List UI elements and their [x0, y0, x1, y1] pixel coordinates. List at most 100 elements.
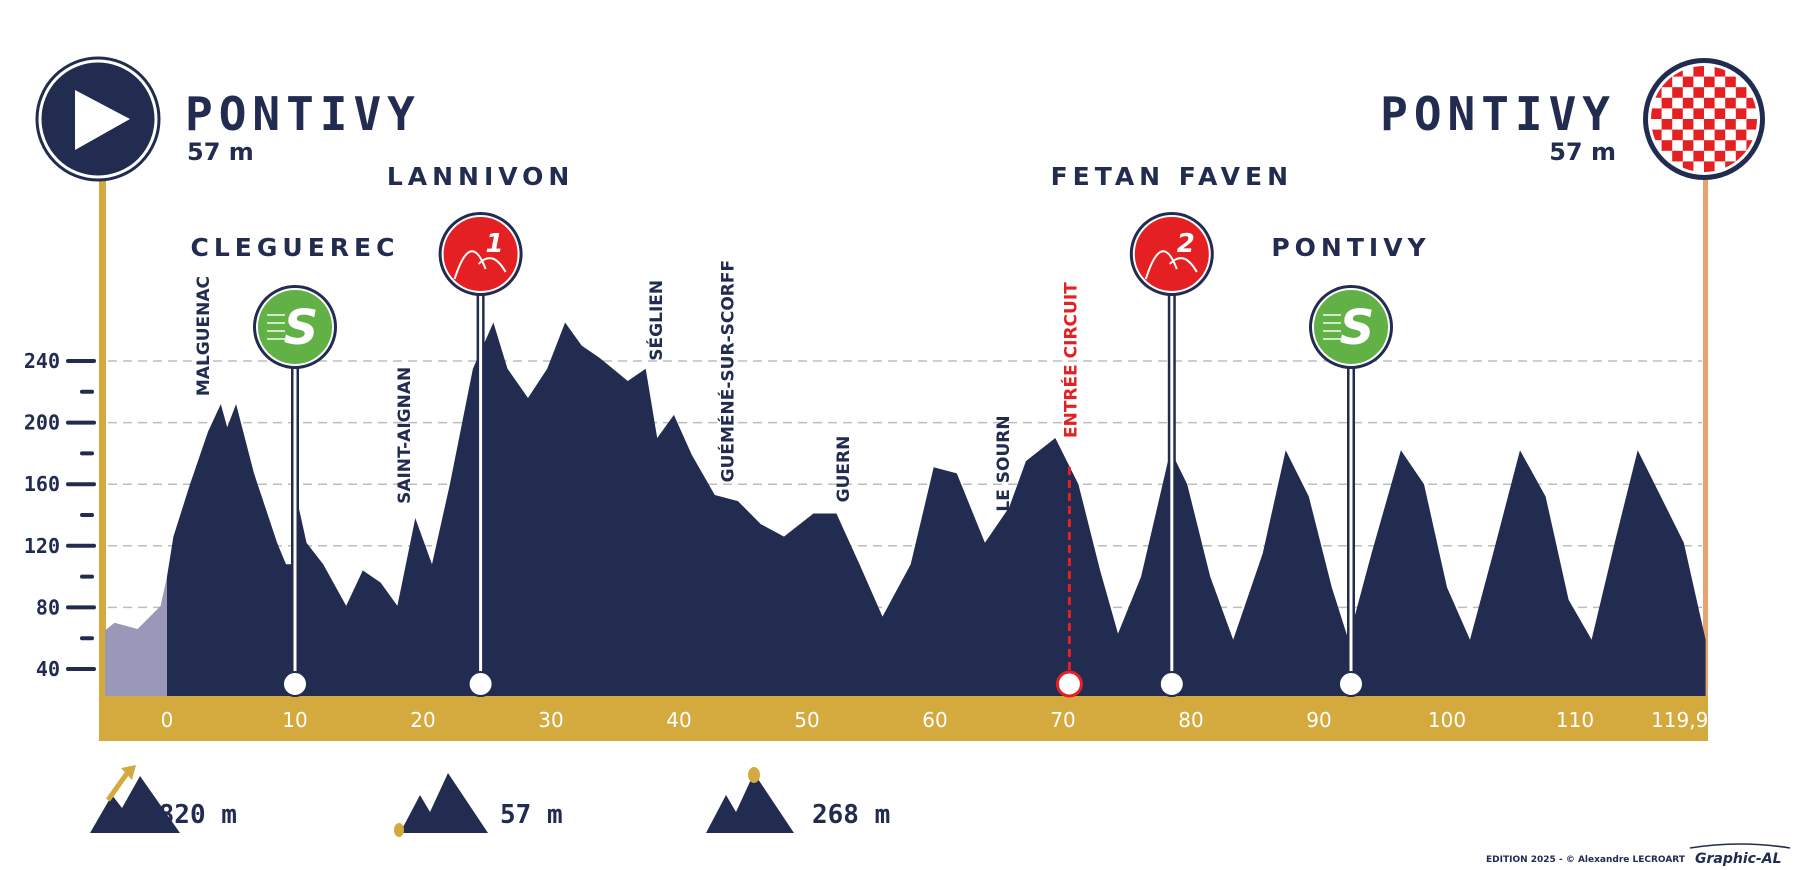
start-town: PONTIVY [185, 87, 421, 141]
sprint-icon [256, 288, 334, 366]
x-tick-label: 10 [282, 708, 307, 732]
checker-square [1714, 87, 1726, 98]
x-tick-label: 70 [1050, 708, 1075, 732]
checker-square [1661, 97, 1673, 109]
checker-square [1735, 108, 1747, 119]
legend-min-altitude: 57 m [500, 800, 563, 830]
mountain-outline [1144, 250, 1198, 280]
checker-square [1693, 150, 1704, 162]
left-axis-line [99, 350, 105, 700]
checker-square [1714, 129, 1726, 141]
finish-pole [1703, 175, 1708, 700]
checker-square [1651, 108, 1662, 119]
sprint-point: S PONTIVY [1271, 233, 1430, 697]
town-label: SAINT-AIGNAN [395, 367, 415, 504]
km-marker-dot [1338, 671, 1364, 697]
km-marker-dot [1158, 671, 1185, 697]
play-icon [75, 90, 130, 150]
checker-square [1725, 140, 1736, 151]
marker-pole-inner [479, 294, 483, 684]
checker-square [1725, 119, 1736, 130]
y-tick-label: 200 [24, 411, 60, 435]
km-marker-dot [467, 671, 494, 697]
finish-town: PONTIVY [1380, 87, 1616, 141]
x-tick-label: 30 [538, 708, 563, 732]
legend: 1820 m 57 m 268 m [90, 765, 890, 837]
checker-square [1682, 140, 1694, 151]
x-tick-label: 0 [161, 708, 174, 732]
y-tick-label: 240 [24, 349, 60, 373]
checker-square [1682, 76, 1694, 88]
start-altitude: 57 m [187, 138, 254, 166]
checker-square [1746, 119, 1757, 130]
checker-square [1693, 87, 1704, 98]
marker-pole-inner [1170, 294, 1174, 684]
x-tick-label: 119,9 [1651, 708, 1708, 732]
kom-category: 2 [1177, 229, 1195, 259]
mountain-outline [453, 250, 507, 280]
x-tick-label: 80 [1178, 708, 1203, 732]
checker-square [1693, 129, 1704, 141]
elevation-gain-icon [90, 765, 180, 833]
elevation-profile-area [167, 322, 1706, 696]
neutral-section-area [103, 576, 167, 696]
checker-square [1672, 108, 1683, 119]
credit-text: EDITION 2025 - © Alexandre LECROART [1486, 855, 1686, 865]
checker-square [1704, 140, 1715, 151]
x-tick-label: 100 [1428, 708, 1466, 732]
logo-text: Graphic-AL [1695, 851, 1782, 867]
checker-square [1661, 76, 1673, 88]
start-header: PONTIVY 57 m [35, 56, 421, 700]
checker-square [1704, 76, 1715, 88]
checker-square [1746, 161, 1757, 172]
y-tick-label: 40 [36, 657, 60, 681]
circuit-entry-label: ENTRÉE CIRCUIT [1059, 282, 1081, 438]
checker-square [1704, 119, 1715, 130]
checker-square [1693, 66, 1704, 77]
marker-pole-inner [293, 367, 297, 684]
town-label: GUÉMÉNÉ-SUR-SCORFF [717, 260, 739, 482]
checker-square [1714, 66, 1726, 77]
checker-square [1651, 129, 1662, 141]
checker-square [1704, 161, 1715, 172]
distance-band [99, 696, 1708, 741]
checker-square [1714, 150, 1726, 162]
checker-square [1682, 97, 1694, 109]
marker-pole-inner [1349, 367, 1353, 684]
checker-square [1672, 87, 1683, 98]
checker-square [1725, 76, 1736, 88]
point-name: LANNIVON [387, 162, 575, 191]
finish-altitude: 57 m [1549, 138, 1616, 166]
sprint-badge-letter: S [1340, 300, 1375, 356]
checker-square [1714, 108, 1726, 119]
legend-max-altitude: 268 m [812, 800, 890, 830]
sprint-badge-letter: S [284, 300, 319, 356]
checker-square [1661, 119, 1673, 130]
mountain-icon [1132, 215, 1211, 293]
x-tick-label: 50 [794, 708, 819, 732]
checker-square [1746, 97, 1757, 109]
x-tick-label: 40 [666, 708, 691, 732]
checker-square [1682, 161, 1694, 172]
sprint-icon [1312, 288, 1390, 366]
checker-square [1704, 97, 1715, 109]
x-tick-label: 20 [410, 708, 435, 732]
checker-square [1672, 150, 1683, 162]
x-tick-label: 90 [1306, 708, 1331, 732]
legend-elevation-gain: 1820 m [143, 800, 237, 830]
mountain-icon [441, 215, 520, 293]
checker-square [1725, 97, 1736, 109]
x-tick-label: 60 [922, 708, 947, 732]
town-label: GUERN [834, 436, 854, 503]
km-marker-dot [282, 671, 308, 697]
point-name: PONTIVY [1271, 233, 1430, 262]
y-tick-label: 80 [36, 595, 60, 619]
circuit-point: ENTRÉE CIRCUIT [1055, 282, 1083, 698]
